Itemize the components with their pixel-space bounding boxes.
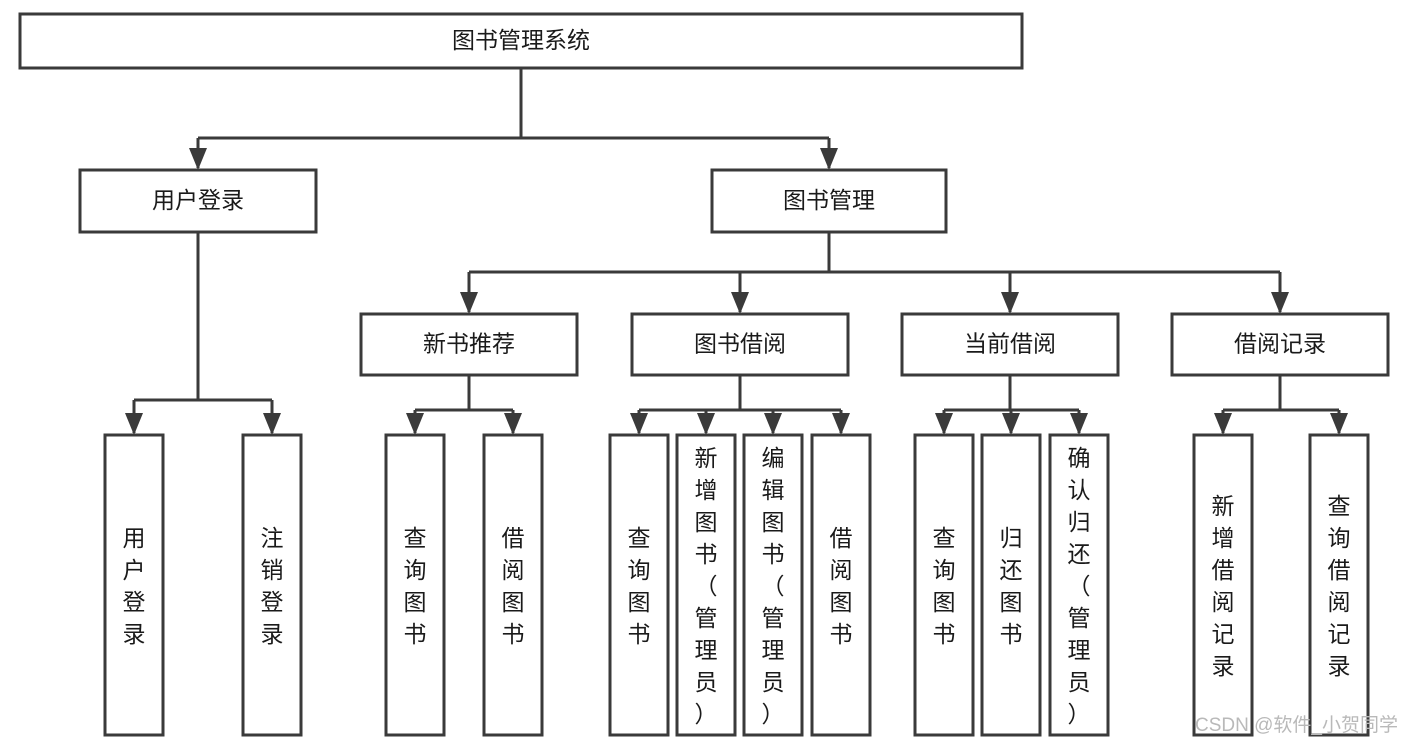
node-box-leaf-borrow-book-1[interactable]	[482, 433, 544, 737]
nodes-layer: 图书管理系统用户登录图书管理新书推荐图书借阅当前借阅借阅记录用户登录注销登录查询…	[18, 12, 1390, 737]
connectors-layer	[125, 68, 1348, 435]
node-book-borrow[interactable]: 图书借阅	[630, 312, 850, 377]
node-leaf-query-borrow-record[interactable]: 查询借阅记录	[1308, 433, 1370, 737]
node-leaf-borrow-book-2[interactable]: 借阅图书	[810, 433, 872, 737]
bookmgmt-to-level3-arrow-2	[1001, 292, 1019, 314]
node-new-book-recommend[interactable]: 新书推荐	[359, 312, 579, 377]
node-box-leaf-borrow-book-2[interactable]	[810, 433, 872, 737]
node-label-book-management: 图书管理	[783, 187, 875, 213]
borrow-record-to-leaves-arrow-0	[1214, 413, 1232, 435]
node-label-current-borrow: 当前借阅	[964, 331, 1056, 357]
node-label-book-borrow: 图书借阅	[694, 331, 786, 357]
node-box-leaf-add-borrow-record[interactable]	[1192, 433, 1254, 737]
node-label-borrow-record: 借阅记录	[1234, 331, 1326, 357]
node-label-leaf-return-book: 归还图书	[1000, 525, 1023, 647]
bookmgmt-to-level3-arrow-0	[460, 292, 478, 314]
node-label-leaf-borrow-book-2: 借阅图书	[830, 525, 853, 647]
node-leaf-edit-book-admin[interactable]: 编辑图书（管理员）	[742, 433, 804, 737]
root-to-level2-arrow-0	[189, 148, 207, 170]
node-box-leaf-query-book-1[interactable]	[384, 433, 446, 737]
node-box-leaf-query-book-2[interactable]	[608, 433, 670, 737]
node-label-leaf-query-book-1: 查询图书	[404, 525, 427, 647]
node-leaf-user-login[interactable]: 用户登录	[103, 433, 165, 737]
node-current-borrow[interactable]: 当前借阅	[900, 312, 1120, 377]
new-book-recommend-to-leaves-arrow-0	[406, 413, 424, 435]
book-borrow-to-leaves-arrow-1	[697, 413, 715, 435]
node-box-book-borrow[interactable]	[630, 312, 850, 377]
node-label-leaf-query-book-2: 查询图书	[628, 525, 651, 647]
node-box-book-management[interactable]	[710, 168, 948, 234]
node-label-leaf-user-logout: 注销登录	[261, 525, 284, 647]
node-book-management[interactable]: 图书管理	[710, 168, 948, 234]
node-box-leaf-user-logout[interactable]	[241, 433, 303, 737]
node-box-current-borrow[interactable]	[900, 312, 1120, 377]
node-box-user-login[interactable]	[78, 168, 318, 234]
node-leaf-add-borrow-record[interactable]: 新增借阅记录	[1192, 433, 1254, 737]
book-borrow-to-leaves-arrow-2	[764, 413, 782, 435]
node-leaf-query-book-2[interactable]: 查询图书	[608, 433, 670, 737]
node-box-leaf-return-book[interactable]	[980, 433, 1042, 737]
root-to-level2-arrow-1	[820, 148, 838, 170]
node-label-leaf-confirm-return-admin: 确认归还（管理员）	[1068, 445, 1091, 727]
node-user-login[interactable]: 用户登录	[78, 168, 318, 234]
bookmgmt-to-level3-arrow-3	[1271, 292, 1289, 314]
node-box-root[interactable]	[18, 12, 1024, 70]
node-box-borrow-record[interactable]	[1170, 312, 1390, 377]
node-box-leaf-add-book-admin[interactable]	[675, 433, 737, 737]
node-box-leaf-edit-book-admin[interactable]	[742, 433, 804, 737]
user-login-to-leaves-arrow-1	[263, 413, 281, 435]
book-borrow-to-leaves-arrow-3	[832, 413, 850, 435]
node-label-user-login: 用户登录	[152, 187, 244, 213]
node-box-leaf-user-login[interactable]	[103, 433, 165, 737]
borrow-record-to-leaves-arrow-1	[1330, 413, 1348, 435]
node-leaf-borrow-book-1[interactable]: 借阅图书	[482, 433, 544, 737]
node-label-leaf-user-login: 用户登录	[123, 525, 146, 647]
csdn-watermark: CSDN @软件_小贺同学	[1195, 714, 1398, 736]
node-root[interactable]: 图书管理系统	[18, 12, 1024, 70]
node-label-new-book-recommend: 新书推荐	[423, 331, 515, 357]
node-label-root: 图书管理系统	[452, 27, 590, 53]
current-borrow-to-leaves-arrow-0	[935, 413, 953, 435]
node-box-leaf-query-book-3[interactable]	[913, 433, 975, 737]
node-label-leaf-add-book-admin: 新增图书（管理员）	[695, 445, 718, 727]
current-borrow-to-leaves-arrow-2	[1070, 413, 1088, 435]
node-label-leaf-borrow-book-1: 借阅图书	[502, 525, 525, 647]
node-label-leaf-edit-book-admin: 编辑图书（管理员）	[762, 445, 785, 727]
node-box-leaf-query-borrow-record[interactable]	[1308, 433, 1370, 737]
new-book-recommend-to-leaves-arrow-1	[504, 413, 522, 435]
node-label-leaf-add-borrow-record: 新增借阅记录	[1212, 493, 1235, 679]
node-leaf-add-book-admin[interactable]: 新增图书（管理员）	[675, 433, 737, 737]
current-borrow-to-leaves-arrow-1	[1002, 413, 1020, 435]
node-borrow-record[interactable]: 借阅记录	[1170, 312, 1390, 377]
bookmgmt-to-level3-arrow-1	[731, 292, 749, 314]
node-leaf-query-book-3[interactable]: 查询图书	[913, 433, 975, 737]
node-label-leaf-query-book-3: 查询图书	[933, 525, 956, 647]
node-box-new-book-recommend[interactable]	[359, 312, 579, 377]
node-label-leaf-query-borrow-record: 查询借阅记录	[1328, 493, 1351, 679]
node-leaf-return-book[interactable]: 归还图书	[980, 433, 1042, 737]
node-leaf-query-book-1[interactable]: 查询图书	[384, 433, 446, 737]
user-login-to-leaves-arrow-0	[125, 413, 143, 435]
node-leaf-confirm-return-admin[interactable]: 确认归还（管理员）	[1048, 433, 1110, 737]
node-box-leaf-confirm-return-admin[interactable]	[1048, 433, 1110, 737]
book-borrow-to-leaves-arrow-0	[630, 413, 648, 435]
node-leaf-user-logout[interactable]: 注销登录	[241, 433, 303, 737]
